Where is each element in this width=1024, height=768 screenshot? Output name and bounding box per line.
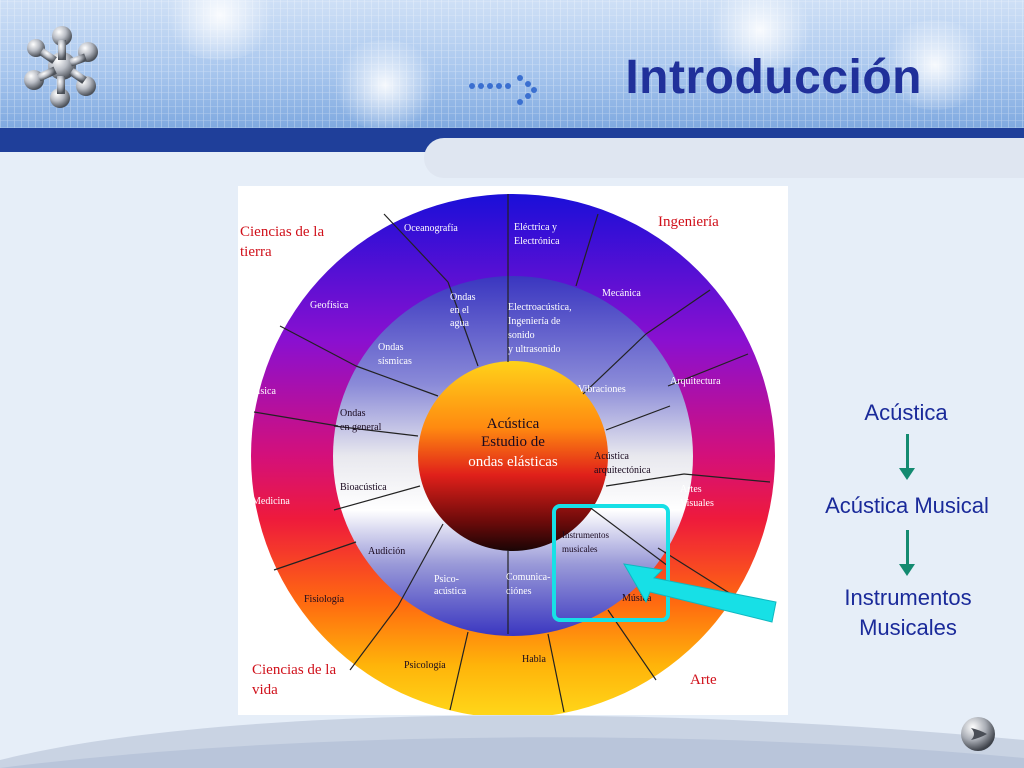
label-electroacustica-1: Electroacústica, <box>508 302 572 313</box>
label-acustica-arq-1: Acústica <box>594 451 630 462</box>
label-comunicaciones-1: Comunica- <box>506 572 550 583</box>
flow-step-instrumentos-1: Instrumentos <box>844 585 972 610</box>
label-arquitectura: Arquitectura <box>670 376 721 387</box>
label-ondas-agua-3: agua <box>450 318 469 329</box>
flow-arrow-down-icon <box>899 434 915 480</box>
label-ondas-sismicas-2: sísmicas <box>378 356 412 367</box>
flow-step-acustica: Acústica <box>864 400 948 425</box>
flow-step-acustica-musical: Acústica Musical <box>825 493 989 518</box>
label-electroacustica-4: y ultrasonido <box>508 344 561 355</box>
dotted-arrow-icon <box>469 75 537 105</box>
next-slide-button[interactable] <box>960 716 996 752</box>
label-ondas-agua-1: Ondas <box>450 292 476 303</box>
core-circle <box>418 361 608 551</box>
acoustics-wheel-diagram: Acústica Estudio de ondas elásticas Ocea… <box>238 186 788 718</box>
header-banner <box>0 0 1024 128</box>
label-vibraciones: Vibraciones <box>578 384 626 395</box>
label-ondas-agua-2: en el <box>450 305 469 316</box>
corner-label-tierra-2: tierra <box>240 244 272 260</box>
highlight-box <box>552 504 670 622</box>
label-electroacustica-3: sonido <box>508 330 535 341</box>
core-label-1: Acústica <box>487 416 540 432</box>
label-artes-2: Visuales <box>680 498 714 509</box>
label-bioacustica: Bioacústica <box>340 482 387 493</box>
core-label-2: Estudio de <box>481 434 545 450</box>
label-ondas-general-1: Ondas <box>340 408 366 419</box>
label-fisica: Física <box>252 386 276 397</box>
label-artes-1: Artes <box>680 484 702 495</box>
corner-label-vida-1: Ciencias de la <box>252 662 336 678</box>
label-geofisica: Geofísica <box>310 300 349 311</box>
header-glow <box>330 40 440 128</box>
label-electrica-2: Electrónica <box>514 236 560 247</box>
label-acustica-arq-2: arquitectónica <box>594 465 651 476</box>
core-label-3: ondas elásticas <box>468 454 558 470</box>
inner-dividers <box>333 276 685 634</box>
acoustics-wheel-svg: Acústica Estudio de ondas elásticas Ocea… <box>240 194 775 718</box>
header-glow <box>880 20 990 110</box>
label-electrica-1: Eléctrica y <box>514 222 557 233</box>
corner-label-ingenieria: Ingeniería <box>658 214 719 230</box>
header-glow <box>700 0 820 70</box>
label-oceanografia: Oceanografía <box>404 223 458 234</box>
label-audicion: Audición <box>368 546 405 557</box>
label-ondas-general-2: en general <box>340 422 382 433</box>
flow-step-instrumentos-2: Musicales <box>859 615 957 640</box>
molecule-logo-icon <box>24 26 98 108</box>
sub-bar <box>424 138 1024 178</box>
flow-arrow-down-icon <box>899 530 915 576</box>
label-mecanica: Mecánica <box>602 288 641 299</box>
next-arrow-icon <box>971 728 987 740</box>
bottom-wave <box>0 715 1024 768</box>
label-psicoacustica-2: acústica <box>434 586 467 597</box>
label-comunicaciones-2: ciónes <box>506 586 532 597</box>
label-medicina: Medicina <box>252 496 290 507</box>
label-ondas-sismicas-1: Ondas <box>378 342 404 353</box>
corner-label-tierra-1: Ciencias de la <box>240 224 324 240</box>
label-musica: Música <box>622 593 652 604</box>
label-psicoacustica-1: Psico- <box>434 574 459 585</box>
pointer-arrow-icon <box>623 563 777 623</box>
label-instrumentos-1: Instrumentos <box>562 530 609 540</box>
label-electroacustica-2: Ingeniería de <box>508 316 561 327</box>
label-instrumentos-2: musicales <box>562 544 598 554</box>
label-psicologia: Psicología <box>404 660 446 671</box>
label-habla: Habla <box>522 654 546 665</box>
slide-title: Introducción <box>625 51 922 104</box>
corner-label-vida-2: vida <box>252 682 278 698</box>
corner-label-arte: Arte <box>690 672 717 688</box>
label-fisiologia: Fisiología <box>304 594 345 605</box>
